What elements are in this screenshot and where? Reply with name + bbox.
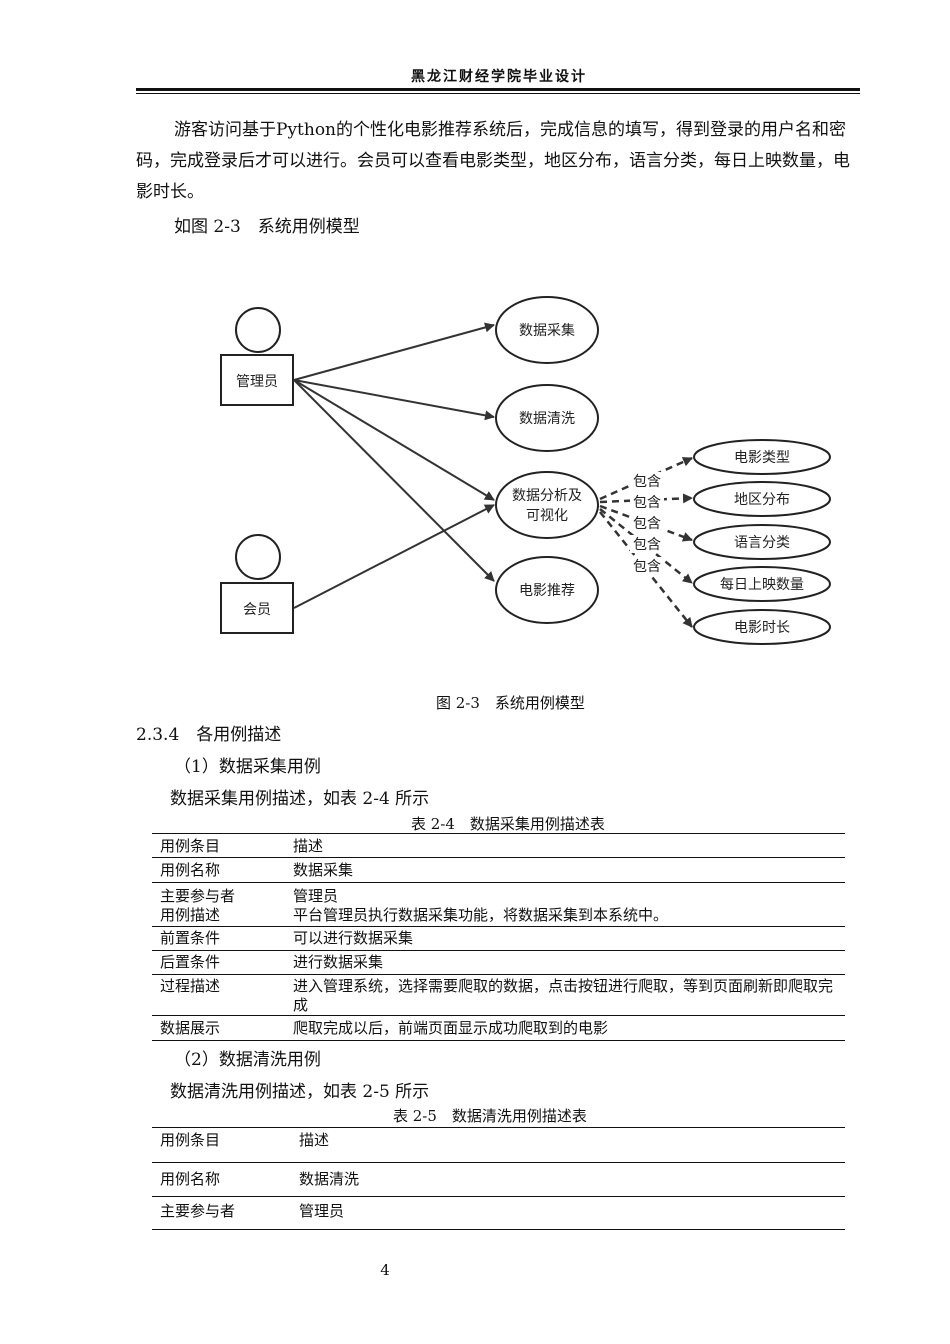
included-daily-count: 每日上映数量 bbox=[693, 566, 831, 602]
svg-text:地区分布: 地区分布 bbox=[734, 492, 790, 508]
intro-paragraph: 游客访问基于Python的个性化电影推荐系统后，完成信息的填写，得到登录的用户名… bbox=[136, 115, 864, 208]
table-2-5: 用例条目 描述 用例名称 数据清洗 主要参与者 管理员 bbox=[152, 1127, 845, 1230]
include-label-4: 包含 bbox=[633, 537, 661, 553]
table-row: 用例描述 平台管理员执行数据采集功能，将数据采集到本系统中。 bbox=[152, 906, 845, 926]
subsection-2-title: （2）数据清洗用例 bbox=[174, 1050, 321, 1070]
intro-text: 游客访问基于Python的个性化电影推荐系统后，完成信息的填写，得到登录的用户名… bbox=[136, 120, 850, 202]
include-labels: 包含 包含 包含 包含 包含 bbox=[630, 472, 664, 575]
svg-text:语言分类: 语言分类 bbox=[734, 535, 790, 551]
included-language: 语言分类 bbox=[693, 524, 831, 560]
table-row: 过程描述 进入管理系统，选择需要爬取的数据，点击按钮进行爬取，等到页面刷新即爬取… bbox=[152, 974, 845, 1015]
include-label-3: 包含 bbox=[633, 516, 661, 532]
subsection-1-lead: 数据采集用例描述，如表 2-4 所示 bbox=[170, 789, 430, 809]
use-case-collect: 数据采集 bbox=[495, 296, 599, 364]
use-case-recommend: 电影推荐 bbox=[495, 556, 599, 624]
member-label: 会员 bbox=[243, 602, 271, 618]
include-label-1: 包含 bbox=[633, 474, 661, 490]
page-header: 黑龙江财经学院毕业设计 bbox=[411, 69, 587, 85]
subsection-2-lead: 数据清洗用例描述，如表 2-5 所示 bbox=[170, 1082, 430, 1102]
table-row: 主要参与者 管理员 bbox=[152, 1197, 845, 1230]
header-rule-thin bbox=[136, 93, 860, 94]
svg-text:数据采集: 数据采集 bbox=[519, 322, 575, 339]
svg-text:数据清洗: 数据清洗 bbox=[519, 411, 575, 427]
table-row: 前置条件 可以进行数据采集 bbox=[152, 926, 845, 950]
figure-reference: 如图 2-3 系统用例模型 bbox=[174, 217, 360, 237]
svg-text:可视化: 可视化 bbox=[526, 508, 568, 524]
table-2-5-caption: 表 2-5 数据清洗用例描述表 bbox=[393, 1107, 587, 1125]
table-row: 用例条目 描述 bbox=[152, 833, 845, 858]
svg-text:每日上映数量: 每日上映数量 bbox=[720, 577, 804, 593]
svg-text:电影推荐: 电影推荐 bbox=[519, 583, 575, 599]
table-row: 用例条目 描述 bbox=[152, 1127, 845, 1163]
subsection-1-title: （1）数据采集用例 bbox=[174, 757, 321, 777]
table-row: 数据展示 爬取完成以后，前端页面显示成功爬取到的电影 bbox=[152, 1015, 845, 1040]
use-case-clean: 数据清洗 bbox=[495, 384, 599, 452]
use-case-analysis: 数据分析及 可视化 bbox=[495, 471, 599, 539]
use-case-diagram: 管理员 会员 数据采集 数据清洗 数据分析及 可视化 电影推荐 bbox=[220, 296, 831, 645]
table-row: 后置条件 进行数据采集 bbox=[152, 950, 845, 974]
included-movie-type: 电影类型 bbox=[693, 439, 831, 475]
admin-label: 管理员 bbox=[236, 374, 278, 390]
included-region: 地区分布 bbox=[693, 481, 831, 517]
included-duration: 电影时长 bbox=[693, 609, 831, 645]
svg-text:电影类型: 电影类型 bbox=[734, 450, 790, 466]
admin-actor: 管理员 bbox=[220, 307, 294, 406]
table-row: 用例名称 数据清洗 bbox=[152, 1163, 845, 1197]
include-label-2: 包含 bbox=[633, 495, 661, 511]
table-2-4-caption: 表 2-4 数据采集用例描述表 bbox=[411, 815, 605, 833]
header-rule-thick bbox=[136, 88, 860, 91]
table-row: 主要参与者 管理员 bbox=[160, 887, 339, 905]
member-actor: 会员 bbox=[220, 534, 294, 634]
include-label-5: 包含 bbox=[633, 559, 661, 575]
actor-associations bbox=[293, 322, 495, 609]
svg-text:电影时长: 电影时长 bbox=[734, 620, 790, 636]
section-heading: 2.3.4 各用例描述 bbox=[136, 725, 282, 745]
figure-caption: 图 2-3 系统用例模型 bbox=[436, 694, 585, 712]
page-number: 4 bbox=[380, 1261, 390, 1279]
table-2-4: 用例条目 描述 用例名称 数据采集 主要参与者 管理员 用例描述 平台管理员执行… bbox=[152, 833, 845, 1041]
svg-text:数据分析及: 数据分析及 bbox=[512, 488, 582, 504]
table-row: 用例名称 数据采集 bbox=[152, 858, 845, 883]
